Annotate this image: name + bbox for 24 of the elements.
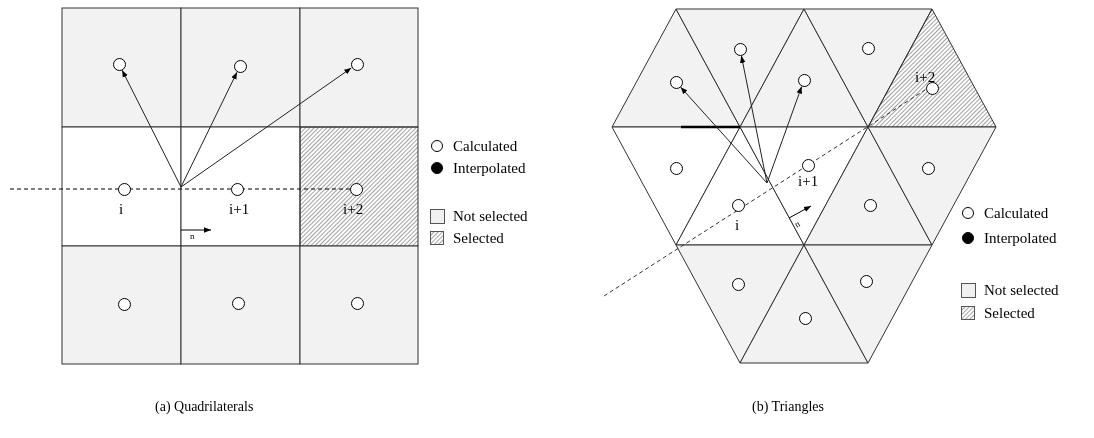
arrow	[680, 86, 768, 184]
point-label: i+1	[229, 201, 250, 217]
arrow	[740, 55, 768, 184]
legend-label: Interpolated	[453, 160, 526, 176]
legend-label: Calculated	[453, 138, 518, 154]
direction-label: n	[792, 218, 802, 230]
arrow	[180, 67, 352, 188]
point-label: i	[119, 201, 124, 217]
point-label: i+1	[798, 173, 819, 189]
arrow	[121, 69, 182, 188]
point-label: i+2	[343, 201, 364, 217]
figure-caption: (a) Quadrilaterals	[155, 399, 254, 415]
legend-label: Selected	[453, 230, 504, 246]
point-label: i+2	[915, 69, 936, 85]
legend-label: Not selected	[984, 282, 1059, 298]
arrow	[180, 71, 238, 188]
legend-label: Selected	[984, 305, 1035, 321]
legend-label: Not selected	[453, 208, 528, 224]
legend-label: Interpolated	[984, 230, 1057, 246]
point-label: i	[735, 217, 740, 233]
arrow	[766, 86, 803, 184]
figure-caption: (b) Triangles	[752, 399, 824, 415]
legend-label: Calculated	[984, 205, 1049, 221]
direction-label: n	[190, 231, 195, 241]
